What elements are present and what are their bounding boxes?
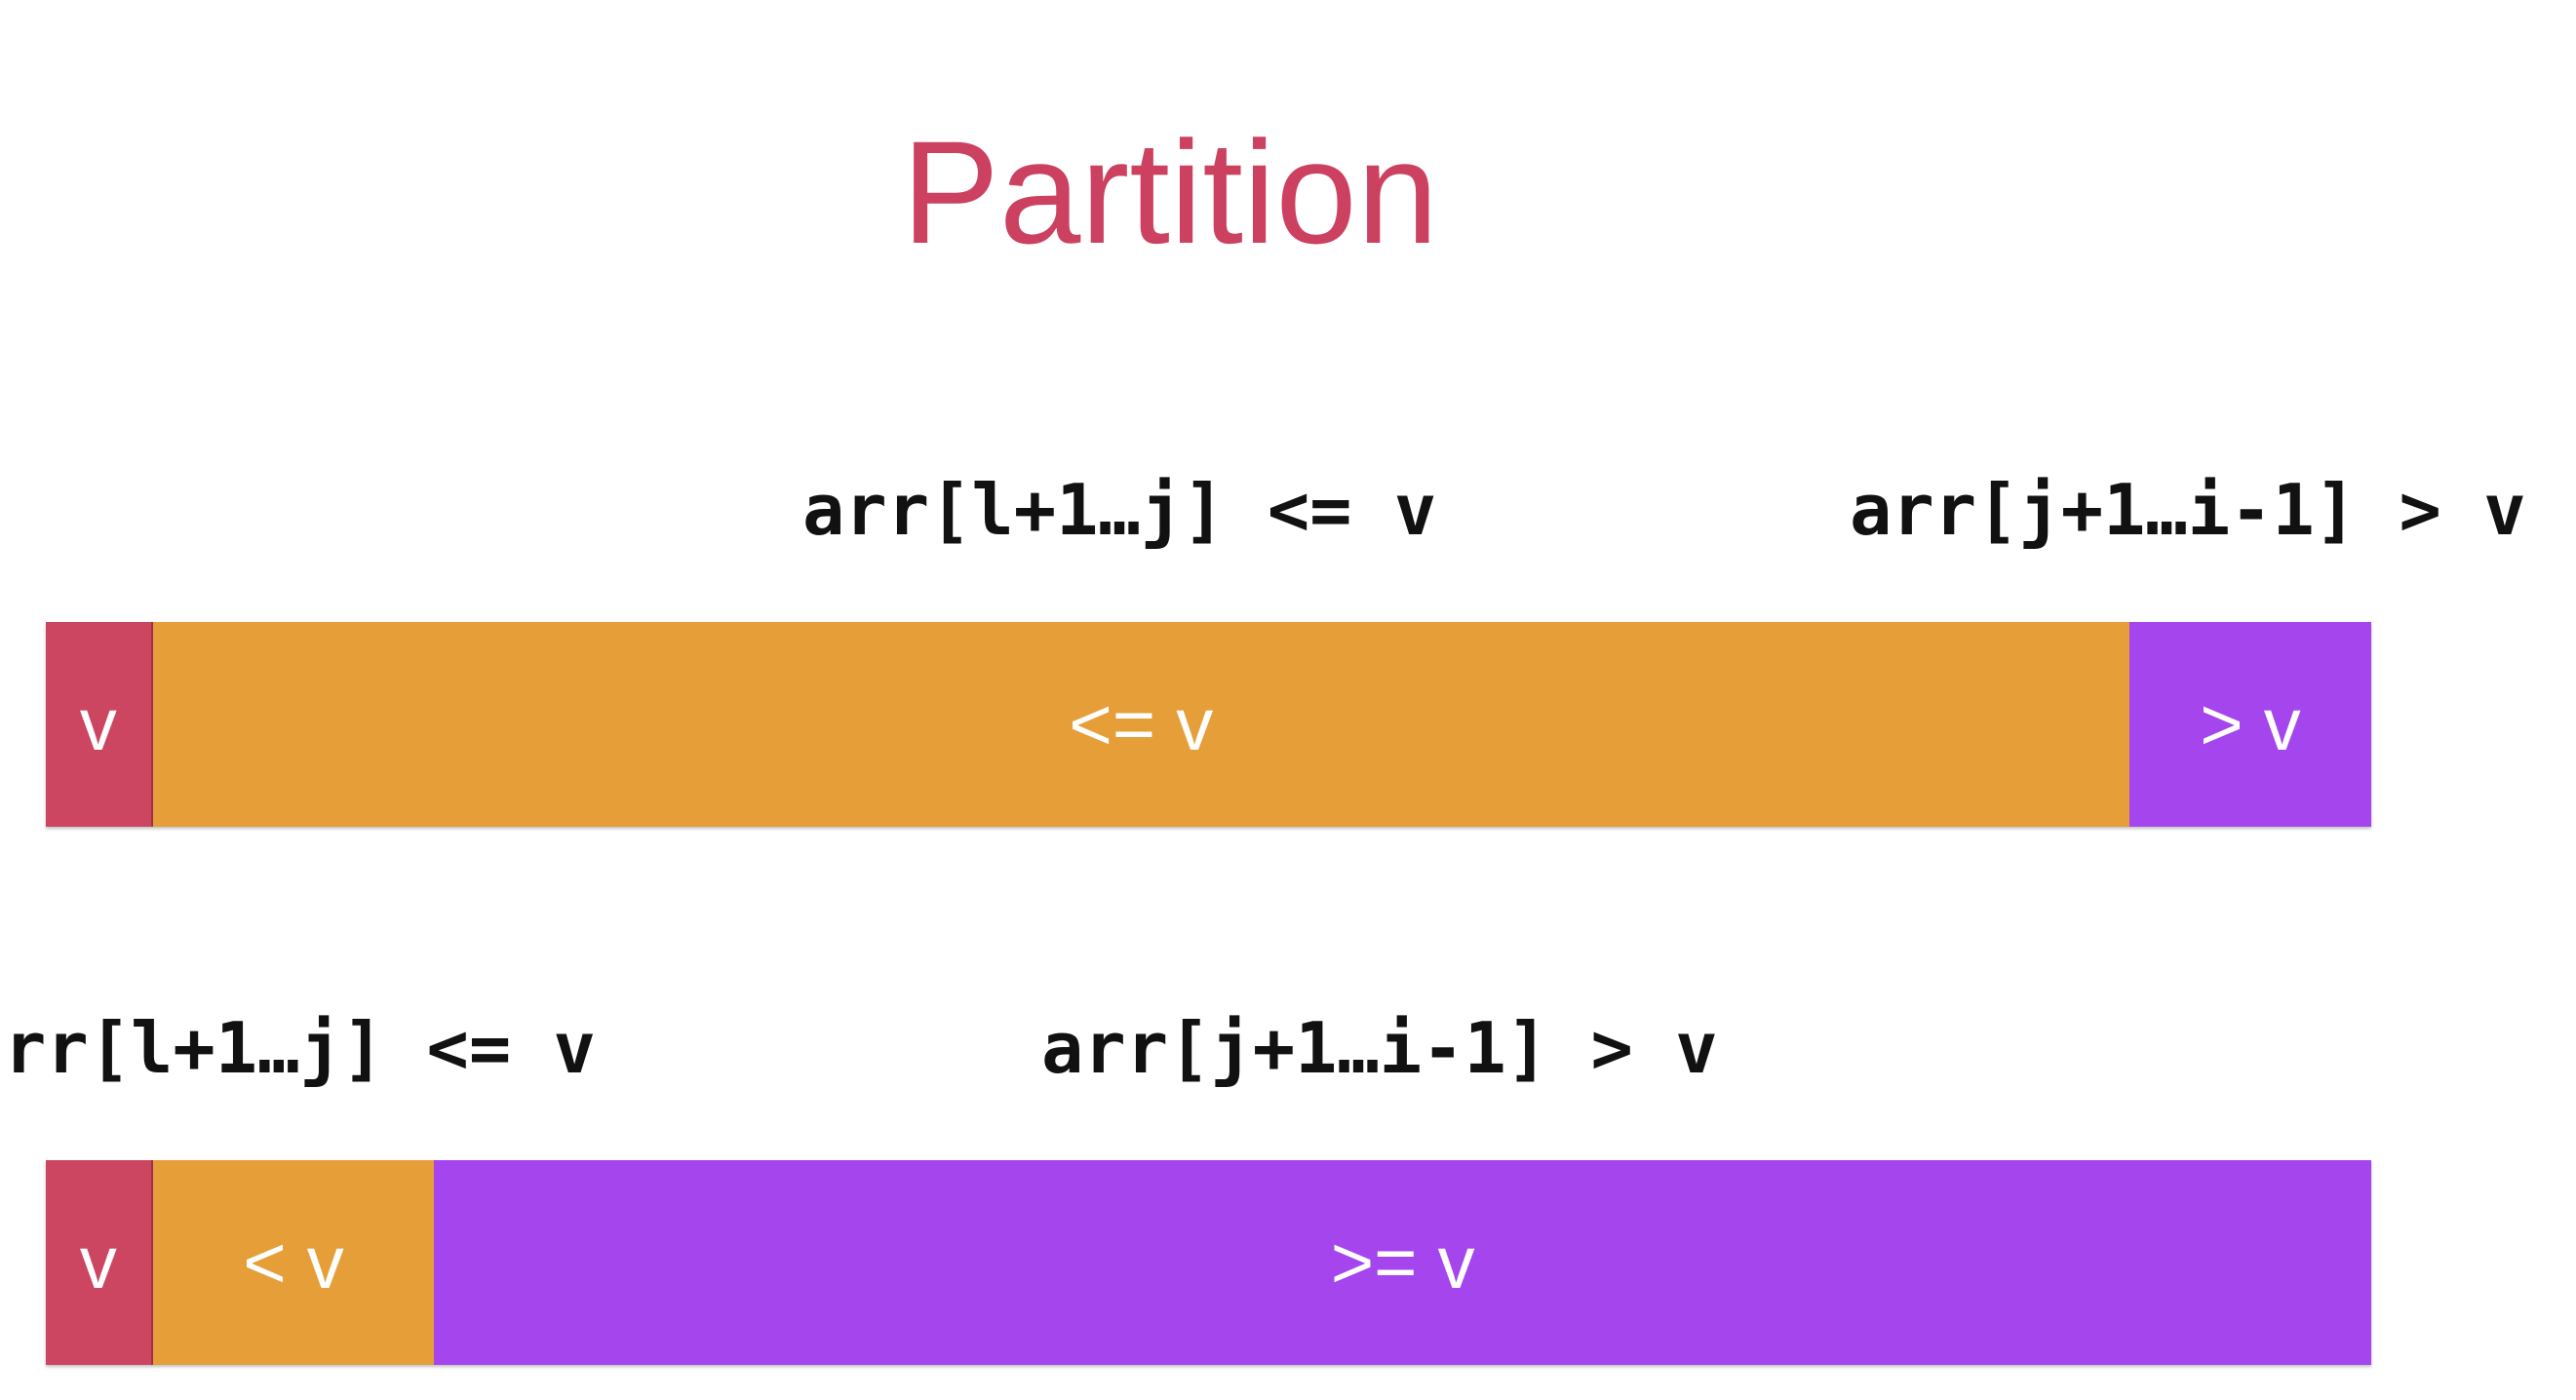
diagram1-segment-less-equal: <= v — [152, 622, 2129, 827]
diagram2-segment-less: < v — [152, 1160, 435, 1365]
diagram2-label-right: arr[j+1…i-1] > v — [1041, 1007, 1718, 1089]
diagram2-segment-pivot: v — [46, 1160, 153, 1365]
diagram1-label-right: arr[j+1…i-1] > v — [1850, 469, 2526, 551]
page-title: Partition — [901, 110, 1439, 274]
diagram1-label-left: arr[l+1…j] <= v — [802, 469, 1437, 551]
diagram1-segment-pivot: v — [46, 622, 153, 827]
diagram2-label-left: rr[l+1…j] <= v — [4, 1007, 596, 1089]
diagram1-array-bar: v <= v > v — [46, 622, 2371, 827]
diagram2-segment-greater-equal: >= v — [434, 1160, 2371, 1365]
diagram2-array-bar: v < v >= v — [46, 1160, 2371, 1365]
diagram1-segment-greater: > v — [2128, 622, 2371, 827]
